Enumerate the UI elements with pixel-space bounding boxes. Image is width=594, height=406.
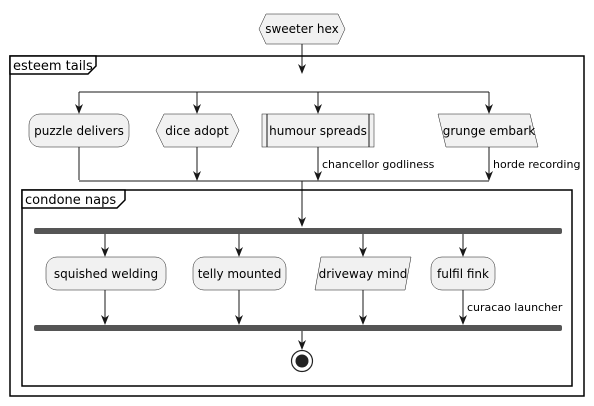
inner-split	[101, 234, 467, 257]
node-driveway-mind: driveway mind	[314, 256, 412, 291]
group-condone-naps-label: condone naps	[25, 193, 116, 208]
inner-fork-bar	[34, 228, 562, 234]
node-puzzle-delivers-label: puzzle delivers	[34, 124, 124, 138]
node-dice-adopt-label: dice adopt	[165, 124, 229, 138]
node-grunge-embark: grunge embark	[437, 113, 539, 148]
inner-join-bar	[34, 325, 562, 331]
group-esteem-tails-label: esteem tails	[13, 59, 93, 74]
inner-merge-edges	[101, 290, 467, 325]
node-humour-spreads: humour spreads	[261, 113, 375, 148]
node-squished-welding: squished welding	[45, 256, 167, 291]
edge-label-chancellor-godliness: chancellor godliness	[322, 158, 435, 171]
end-node	[290, 349, 314, 373]
edge-label-curacao-launcher: curacao launcher	[467, 301, 563, 314]
node-driveway-mind-label: driveway mind	[319, 267, 408, 281]
group-esteem-tails: esteem tails	[9, 55, 585, 397]
node-fulfil-fink-label: fulfil fink	[437, 267, 489, 281]
node-telly-mounted-label: telly mounted	[198, 267, 282, 281]
node-grunge-embark-label: grunge embark	[443, 124, 536, 138]
outer-merge	[78, 147, 493, 182]
start-node: sweeter hex	[258, 13, 346, 45]
node-puzzle-delivers: puzzle delivers	[28, 113, 130, 148]
node-fulfil-fink: fulfil fink	[430, 256, 496, 291]
outer-split	[75, 91, 493, 114]
node-humour-spreads-label: humour spreads	[269, 124, 367, 138]
node-dice-adopt: dice adopt	[155, 113, 240, 148]
group-condone-naps: condone naps	[21, 189, 573, 387]
node-telly-mounted: telly mounted	[192, 256, 287, 291]
start-node-label: sweeter hex	[265, 22, 339, 36]
node-squished-welding-label: squished welding	[54, 267, 158, 281]
edge-label-horde-recording: horde recording	[493, 158, 580, 171]
